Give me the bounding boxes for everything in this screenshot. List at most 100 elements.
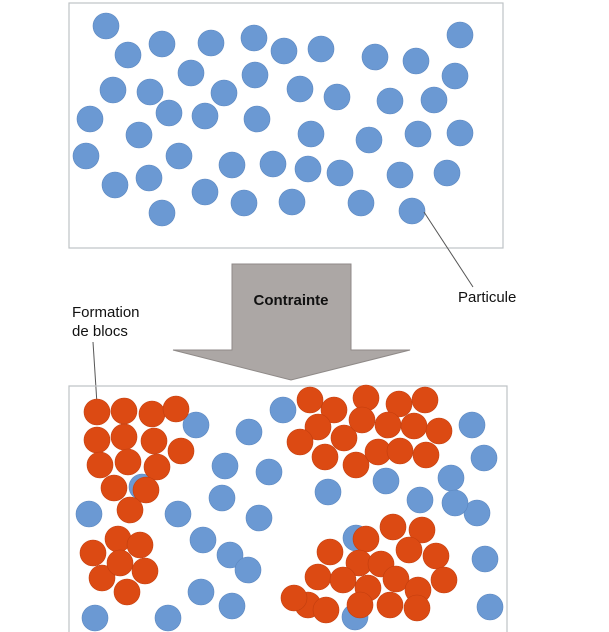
particle-top-10 xyxy=(99,76,127,104)
particle-bottom-blue-1 xyxy=(235,418,263,446)
particle-bottom-red-2 xyxy=(138,400,166,428)
particle-top-22 xyxy=(155,99,183,127)
particle-top-5 xyxy=(270,37,298,65)
particle-bottom-red-26 xyxy=(304,413,332,441)
particle-bottom-blue-3 xyxy=(211,452,239,480)
particle-bottom-blue-22 xyxy=(470,444,498,472)
particle-top-35 xyxy=(326,159,354,187)
particle-top-4 xyxy=(240,24,268,52)
particle-bottom-red-24 xyxy=(385,390,413,418)
particle-bottom-red-21 xyxy=(296,386,324,414)
particle-bottom-blue-8 xyxy=(216,541,244,569)
particle-top-8 xyxy=(402,47,430,75)
particle-top-17 xyxy=(376,87,404,115)
particle-bottom-red-6 xyxy=(140,427,168,455)
particle-bottom-red-18 xyxy=(106,549,134,577)
particle-bottom-red-32 xyxy=(425,417,453,445)
particle-bottom-red-57 xyxy=(403,594,431,622)
particle-bottom-red-46 xyxy=(304,563,332,591)
particle-bottom-red-41 xyxy=(395,536,423,564)
particle-bottom-red-56 xyxy=(376,591,404,619)
particle-top-43 xyxy=(347,189,375,217)
particle-top-11 xyxy=(136,78,164,106)
particle-top-24 xyxy=(243,105,271,133)
particle-pointer-line xyxy=(423,211,474,288)
particle-bottom-blue-20 xyxy=(437,464,465,492)
particle-bottom-blue-15 xyxy=(154,604,182,632)
particle-bottom-red-0 xyxy=(83,398,111,426)
bottom-red-particle-group xyxy=(79,384,458,624)
particle-bottom-red-25 xyxy=(411,386,439,414)
particle-top-3 xyxy=(197,29,225,57)
particle-top-16 xyxy=(323,83,351,111)
particle-bottom-red-14 xyxy=(79,539,107,567)
top-container xyxy=(68,2,504,249)
particle-bottom-blue-11 xyxy=(75,500,103,528)
top-particle-group xyxy=(72,12,474,227)
particle-bottom-blue-24 xyxy=(441,489,469,517)
particle-top-44 xyxy=(398,197,426,225)
particle-bottom-red-10 xyxy=(143,453,171,481)
particle-bottom-red-34 xyxy=(342,451,370,479)
particle-bottom-red-30 xyxy=(374,411,402,439)
particle-label: Particule xyxy=(458,289,516,306)
particle-top-26 xyxy=(355,126,383,154)
constraint-label: Contrainte xyxy=(254,292,329,309)
particle-bottom-red-5 xyxy=(110,423,138,451)
particle-top-6 xyxy=(307,35,335,63)
particle-top-37 xyxy=(433,159,461,187)
particle-top-25 xyxy=(297,120,325,148)
particle-bottom-red-27 xyxy=(286,428,314,456)
particle-top-39 xyxy=(148,199,176,227)
bottom-container xyxy=(68,385,508,632)
particle-top-12 xyxy=(177,59,205,87)
particle-top-31 xyxy=(165,142,193,170)
particle-bottom-blue-6 xyxy=(245,504,273,532)
particle-top-41 xyxy=(230,189,258,217)
particle-top-1 xyxy=(114,41,142,69)
particle-bottom-blue-18 xyxy=(372,467,400,495)
particle-top-40 xyxy=(191,178,219,206)
particle-bottom-red-36 xyxy=(386,437,414,465)
particle-top-0 xyxy=(92,12,120,40)
particle-bottom-red-22 xyxy=(320,396,348,424)
particle-bottom-red-52 xyxy=(382,565,410,593)
particle-bottom-red-49 xyxy=(280,584,308,612)
particle-top-14 xyxy=(241,61,269,89)
particle-bottom-blue-10 xyxy=(164,500,192,528)
particle-bottom-red-16 xyxy=(126,531,154,559)
particle-top-18 xyxy=(420,86,448,114)
block-formation-label-line2: de blocs xyxy=(72,323,128,340)
particle-bottom-red-3 xyxy=(162,395,190,423)
particle-top-21 xyxy=(125,121,153,149)
particle-bottom-red-33 xyxy=(311,443,339,471)
block-formation-label-line1: Formation xyxy=(72,304,140,321)
particle-top-23 xyxy=(191,102,219,130)
particle-bottom-red-23 xyxy=(352,384,380,412)
particle-top-38 xyxy=(101,171,129,199)
particle-top-36 xyxy=(386,161,414,189)
particle-bottom-red-28 xyxy=(330,424,358,452)
particle-bottom-blue-14 xyxy=(81,604,109,632)
particle-top-34 xyxy=(294,155,322,183)
particle-bottom-red-19 xyxy=(131,557,159,585)
particle-bottom-blue-19 xyxy=(406,486,434,514)
particle-bottom-blue-7 xyxy=(189,526,217,554)
particle-bottom-blue-5 xyxy=(208,484,236,512)
particle-bottom-red-54 xyxy=(430,566,458,594)
particle-bottom-blue-26 xyxy=(476,593,504,621)
particle-bottom-red-7 xyxy=(167,437,195,465)
particle-bottom-red-8 xyxy=(86,451,114,479)
particle-bottom-blue-25 xyxy=(471,545,499,573)
block-pointer-line xyxy=(92,341,98,405)
particle-bottom-red-39 xyxy=(408,516,436,544)
particle-bottom-blue-23 xyxy=(458,411,486,439)
particle-bottom-red-50 xyxy=(312,596,340,624)
particle-top-13 xyxy=(210,79,238,107)
particle-top-20 xyxy=(76,105,104,133)
particle-top-27 xyxy=(404,120,432,148)
particle-bottom-red-43 xyxy=(316,538,344,566)
particle-bottom-red-13 xyxy=(116,496,144,524)
particle-top-7 xyxy=(361,43,389,71)
